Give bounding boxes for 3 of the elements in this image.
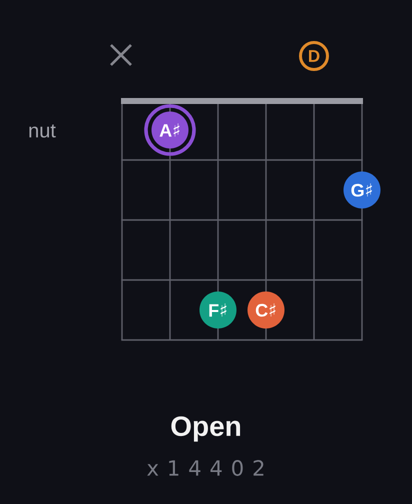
nut-label: nut	[29, 124, 56, 138]
fret-numbers: x 1 4 4 0 2	[147, 460, 264, 476]
chord-title: Open	[171, 416, 240, 442]
